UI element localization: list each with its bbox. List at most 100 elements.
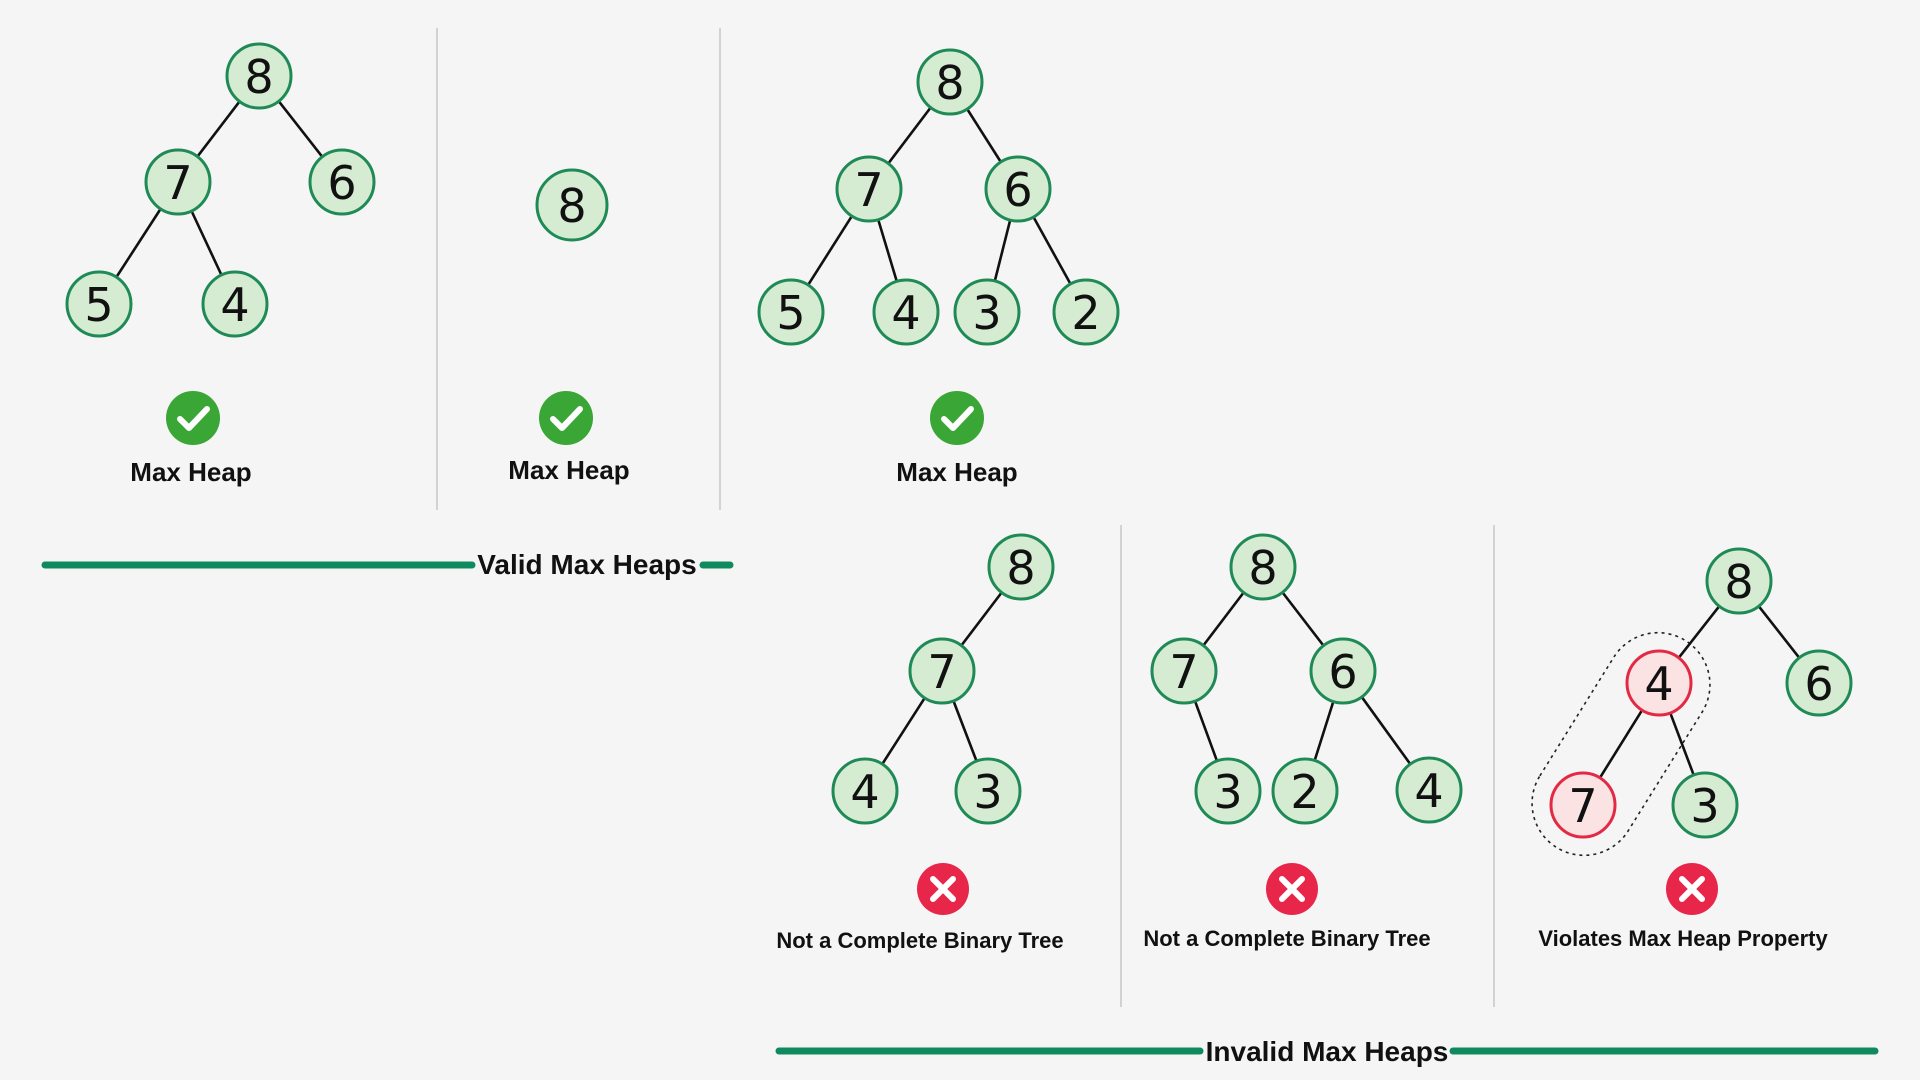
node-value: 5 <box>84 278 113 332</box>
tree-node: 8 <box>535 168 609 242</box>
tree-edge <box>115 208 162 278</box>
tree-node: 3 <box>1671 771 1739 839</box>
node-value: 6 <box>1328 645 1357 699</box>
cross-circle-icon <box>1666 863 1718 915</box>
node-value: 3 <box>973 765 1002 819</box>
tree-node: 4 <box>201 270 269 338</box>
tree-caption: Violates Max Heap Property <box>1538 926 1828 951</box>
tree-edge <box>881 697 926 765</box>
tree-edge <box>966 108 1002 163</box>
tree-edge <box>1669 712 1695 776</box>
tree-edge <box>1757 605 1801 659</box>
tree-edge <box>952 700 978 762</box>
node-value: 7 <box>927 645 956 699</box>
violation-highlight <box>1531 631 1711 857</box>
node-value: 8 <box>1248 541 1277 595</box>
tree-node: 4 <box>1395 756 1463 824</box>
tree-edge <box>1202 591 1245 647</box>
node-value: 6 <box>327 156 356 210</box>
tree-caption: Max Heap <box>508 455 629 485</box>
captions: Valid Max Heaps Invalid Max Heaps Max He… <box>130 455 1828 1067</box>
node-value: 8 <box>1724 555 1753 609</box>
tree-edge <box>876 219 899 282</box>
tree-node: 8 <box>1229 533 1297 601</box>
tree-edge <box>993 219 1012 282</box>
tree-node: 6 <box>1309 637 1377 705</box>
node-value: 8 <box>935 56 964 110</box>
tree-edge <box>1193 700 1219 762</box>
tree-node: 7 <box>1549 771 1617 839</box>
node-value: 7 <box>163 156 192 210</box>
cross-circle-icon <box>1266 863 1318 915</box>
check-circle-icon <box>539 391 593 445</box>
node-value: 4 <box>1644 657 1673 711</box>
tree-caption: Not a Complete Binary Tree <box>1143 926 1430 951</box>
node-value: 6 <box>1804 657 1833 711</box>
section-bars <box>41 561 1879 1055</box>
tree-node: 5 <box>65 270 133 338</box>
tree-edges <box>115 100 1801 779</box>
tree-edge <box>960 591 1003 647</box>
node-value: 3 <box>1690 779 1719 833</box>
tree-node: 7 <box>144 148 212 216</box>
tree-node: 6 <box>984 155 1052 223</box>
node-value: 8 <box>557 179 586 233</box>
tree-edge <box>1677 605 1721 659</box>
node-value: 6 <box>1003 163 1032 217</box>
node-value: 5 <box>776 286 805 340</box>
tree-caption: Max Heap <box>896 457 1017 487</box>
tree-node: 8 <box>916 48 984 116</box>
tree-caption: Not a Complete Binary Tree <box>776 928 1063 953</box>
tree-node: 8 <box>225 42 293 110</box>
node-value: 4 <box>220 278 249 332</box>
node-value: 7 <box>1568 779 1597 833</box>
tree-edge <box>1360 696 1412 765</box>
tree-edge <box>196 100 241 158</box>
tree-node: 3 <box>1194 757 1262 825</box>
tree-node: 7 <box>1150 637 1218 705</box>
tree-node: 7 <box>908 637 976 705</box>
check-circle-icon <box>930 391 984 445</box>
valid-section-label: Valid Max Heaps <box>477 549 696 580</box>
node-value: 2 <box>1290 765 1319 819</box>
invalid-section-label: Invalid Max Heaps <box>1206 1036 1449 1067</box>
tree-edge <box>1598 709 1644 779</box>
tree-edge <box>1281 591 1325 647</box>
tree-node: 6 <box>1785 649 1853 717</box>
node-value: 7 <box>1169 645 1198 699</box>
tree-node: 5 <box>757 278 825 346</box>
tree-node: 4 <box>872 278 940 346</box>
tree-node: 8 <box>1705 547 1773 615</box>
tree-caption: Max Heap <box>130 457 251 487</box>
tree-edge <box>1313 701 1335 761</box>
node-value: 8 <box>1006 541 1035 595</box>
panel-dividers <box>436 28 1495 1007</box>
tree-node: 6 <box>308 148 376 216</box>
tree-edge <box>887 106 932 165</box>
node-value: 2 <box>1071 286 1100 340</box>
tree-node: 2 <box>1271 757 1339 825</box>
tree-node: 2 <box>1052 278 1120 346</box>
tree-node: 3 <box>953 278 1021 346</box>
tree-node: 3 <box>954 757 1022 825</box>
cross-circle-icon <box>917 863 969 915</box>
node-value: 7 <box>854 163 883 217</box>
tree-node: 4 <box>1625 649 1693 717</box>
status-icons <box>166 391 1718 915</box>
node-value: 4 <box>891 286 920 340</box>
tree-node: 8 <box>987 533 1055 601</box>
node-value: 4 <box>850 765 879 819</box>
node-value: 4 <box>1414 764 1443 818</box>
tree-edge <box>807 215 853 286</box>
tree-edge <box>190 210 223 276</box>
tree-edge <box>1032 216 1072 285</box>
violation-highlights <box>1531 631 1711 857</box>
tree-edge <box>277 100 324 158</box>
node-value: 8 <box>244 50 273 104</box>
tree-node: 4 <box>831 757 899 825</box>
node-value: 3 <box>1213 765 1242 819</box>
check-circle-icon <box>166 391 220 445</box>
